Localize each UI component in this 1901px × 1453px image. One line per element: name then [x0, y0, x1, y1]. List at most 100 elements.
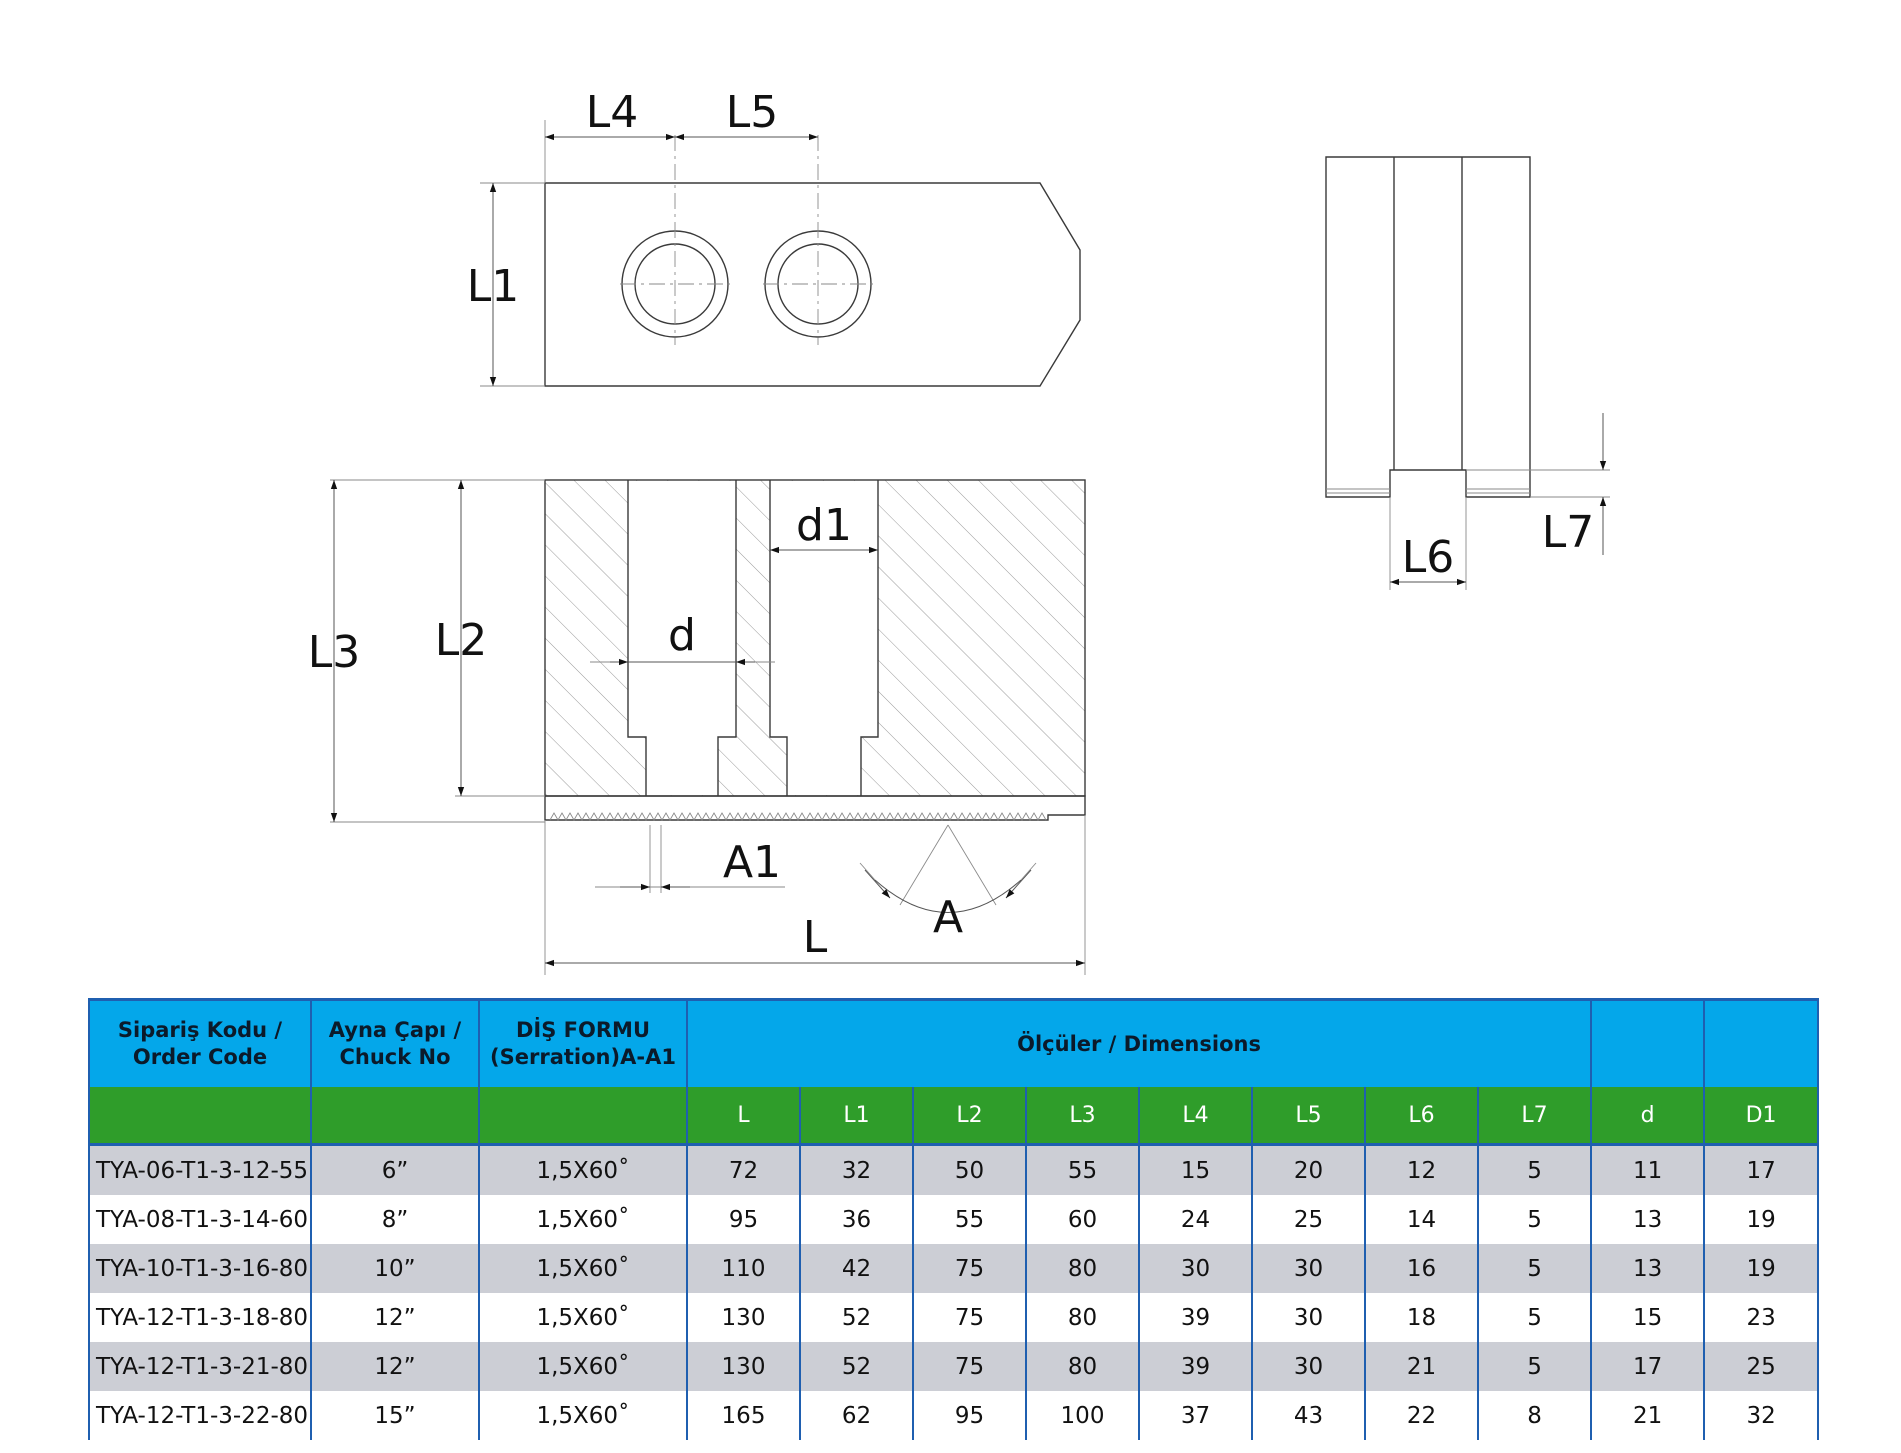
header-blank [310, 1087, 480, 1146]
column-header: L2 [912, 1087, 1027, 1146]
dimensions-table: Sipariş Kodu /Order Code Ayna Çapı /Chuc… [88, 998, 1820, 1440]
dimension-cell: 43 [1251, 1391, 1366, 1440]
dimension-cell: 75 [912, 1342, 1027, 1391]
dimension-cell: 5 [1476, 1293, 1593, 1342]
dimension-cell: 30 [1251, 1244, 1366, 1293]
dimension-cell: 80 [1025, 1293, 1140, 1342]
dimension-cell: 55 [912, 1195, 1027, 1244]
dimension-cell: 165 [686, 1391, 801, 1440]
label-L6: L6 [1402, 532, 1455, 583]
order-code-cell: TYA-10-T1-3-16-80 [88, 1244, 312, 1293]
dimension-cell: 15 [1138, 1144, 1253, 1195]
dimension-cell: 5 [1476, 1244, 1593, 1293]
column-header: L3 [1025, 1087, 1140, 1146]
serration-cell: 1,5X60˚ [478, 1391, 688, 1440]
dimension-cell: 110 [686, 1244, 801, 1293]
dimension-cell: 80 [1025, 1342, 1140, 1391]
dimension-cell: 22 [1364, 1391, 1479, 1440]
dimension-cell: 25 [1251, 1195, 1366, 1244]
chuck-no-cell: 10” [310, 1244, 480, 1293]
dimension-cell: 39 [1138, 1342, 1253, 1391]
top-view [480, 120, 1081, 387]
column-header: L1 [799, 1087, 914, 1146]
column-header: L7 [1476, 1087, 1593, 1146]
dimension-cell: 15 [1590, 1293, 1706, 1342]
label-d1: d1 [796, 500, 852, 551]
dimension-cell: 19 [1703, 1195, 1820, 1244]
label-L5: L5 [726, 87, 779, 138]
header-chuck-no: Ayna Çapı /Chuck No [310, 998, 480, 1087]
dimension-cell: 19 [1703, 1244, 1820, 1293]
header-row-primary: Sipariş Kodu /Order Code Ayna Çapı /Chuc… [88, 998, 1820, 1087]
column-header: D1 [1703, 1087, 1820, 1146]
dimension-cell: 5 [1476, 1195, 1593, 1244]
dimension-cell: 23 [1703, 1293, 1820, 1342]
header-extra-1 [1590, 998, 1706, 1087]
order-code-cell: TYA-12-T1-3-21-80 [88, 1342, 312, 1391]
dimension-cell: 17 [1590, 1342, 1706, 1391]
dimension-cell: 37 [1138, 1391, 1253, 1440]
order-code-cell: TYA-12-T1-3-18-80 [88, 1293, 312, 1342]
dimension-cell: 30 [1251, 1342, 1366, 1391]
label-A: A [933, 892, 963, 943]
serration-cell: 1,5X60˚ [478, 1195, 688, 1244]
dimension-cell: 80 [1025, 1244, 1140, 1293]
dimension-cell: 62 [799, 1391, 914, 1440]
end-view [1325, 156, 1610, 590]
dimension-cell: 20 [1251, 1144, 1366, 1195]
dimension-cell: 55 [1025, 1144, 1140, 1195]
dimension-cell: 130 [686, 1293, 801, 1342]
chuck-no-cell: 8” [310, 1195, 480, 1244]
dimension-cell: 95 [686, 1195, 801, 1244]
header-order-code: Sipariş Kodu /Order Code [88, 998, 312, 1087]
column-header: L5 [1251, 1087, 1366, 1146]
dimension-cell: 5 [1476, 1342, 1593, 1391]
dimension-cell: 25 [1703, 1342, 1820, 1391]
dimension-cell: 30 [1138, 1244, 1253, 1293]
serration-cell: 1,5X60˚ [478, 1293, 688, 1342]
chuck-no-cell: 12” [310, 1342, 480, 1391]
dimension-cell: 13 [1590, 1195, 1706, 1244]
column-header: L6 [1364, 1087, 1479, 1146]
header-blank [88, 1087, 312, 1146]
dimension-cell: 12 [1364, 1144, 1479, 1195]
dimension-cell: 32 [799, 1144, 914, 1195]
dimension-cell: 75 [912, 1244, 1027, 1293]
dimension-cell: 52 [799, 1293, 914, 1342]
dimension-cell: 39 [1138, 1293, 1253, 1342]
header-serration: DİŞ FORMU(Serration)A-A1 [478, 998, 688, 1087]
dimension-cell: 13 [1590, 1244, 1706, 1293]
dimension-cell: 50 [912, 1144, 1027, 1195]
label-d: d [668, 610, 696, 661]
dimension-cell: 8 [1476, 1391, 1593, 1440]
chuck-no-cell: 12” [310, 1293, 480, 1342]
side-view [330, 479, 1086, 975]
dimension-cell: 130 [686, 1342, 801, 1391]
dimension-cell: 11 [1590, 1144, 1706, 1195]
serration-cell: 1,5X60˚ [478, 1342, 688, 1391]
column-header: L [686, 1087, 801, 1146]
dimension-cell: 60 [1025, 1195, 1140, 1244]
column-header: d [1590, 1087, 1706, 1146]
dimension-cell: 72 [686, 1144, 801, 1195]
label-A1: A1 [723, 837, 781, 888]
dimension-cell: 16 [1364, 1244, 1479, 1293]
dimension-cell: 36 [799, 1195, 914, 1244]
order-code-cell: TYA-12-T1-3-22-80 [88, 1391, 312, 1440]
header-dimensions: Ölçüler / Dimensions [685, 998, 1593, 1087]
header-blank [478, 1087, 688, 1146]
dimension-cell: 21 [1364, 1342, 1479, 1391]
dimension-cell: 100 [1025, 1391, 1140, 1440]
serration-cell: 1,5X60˚ [478, 1244, 688, 1293]
chuck-no-cell: 15” [310, 1391, 480, 1440]
order-code-cell: TYA-08-T1-3-14-60 [88, 1195, 312, 1244]
dimension-cell: 14 [1364, 1195, 1479, 1244]
